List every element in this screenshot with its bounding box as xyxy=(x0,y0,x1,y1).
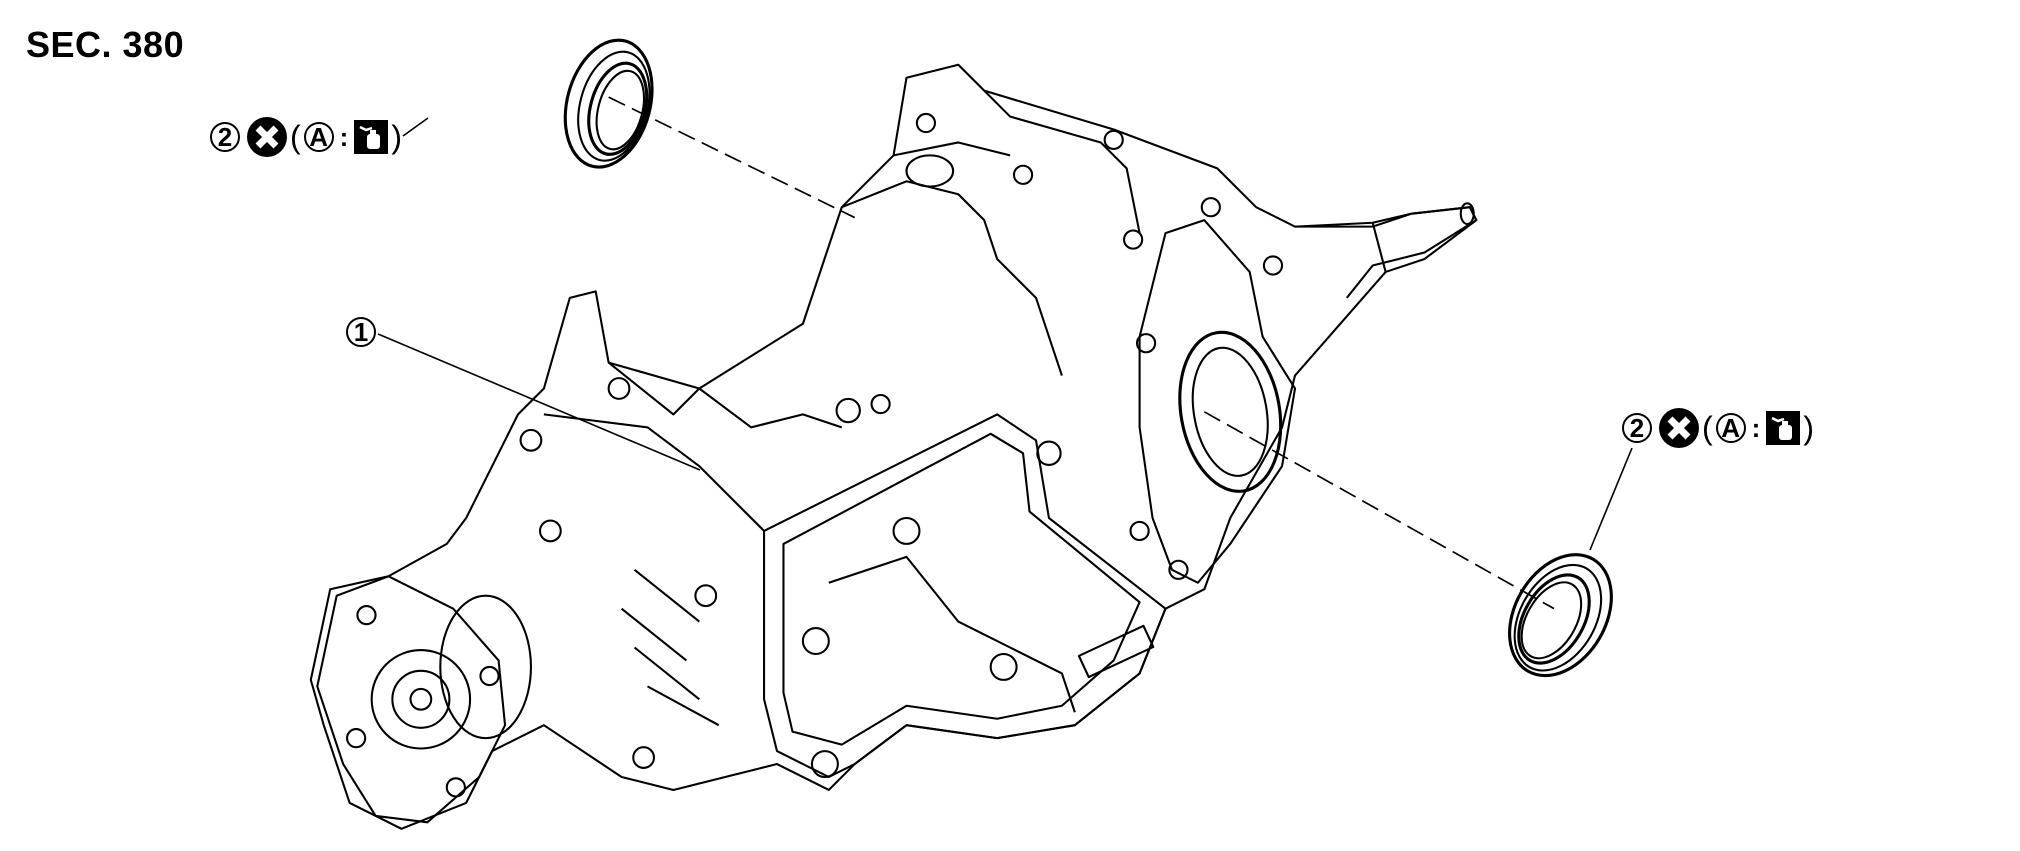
oil-seal-right xyxy=(1508,553,1613,678)
part-number-badge: 1 xyxy=(346,317,376,347)
open-paren: ( xyxy=(1702,409,1713,446)
part-number-badge: 2 xyxy=(1622,413,1652,443)
side-bearing-housing xyxy=(1138,219,1297,584)
colon: : xyxy=(339,121,349,152)
callout-seal-top: 2 ( A : ) xyxy=(210,114,405,160)
part-number-badge: 2 xyxy=(210,122,240,152)
reference-badge: A xyxy=(1715,413,1746,443)
callout-part-1: 1 xyxy=(346,309,376,355)
centerline-top xyxy=(608,96,856,219)
side-cover xyxy=(763,413,1167,779)
leader-seal-right xyxy=(1589,447,1633,551)
leader-part-1 xyxy=(377,333,701,471)
oil-can-icon xyxy=(354,120,389,154)
open-paren: ( xyxy=(290,118,301,155)
close-paren: ) xyxy=(391,118,402,155)
companion-flange xyxy=(316,575,507,824)
leader-seal-top xyxy=(402,117,429,137)
callout-seal-right: 2 ( A : ) xyxy=(1622,405,1817,451)
colon: : xyxy=(1751,412,1761,443)
reference-badge: A xyxy=(303,122,334,152)
x-circle-icon xyxy=(247,117,287,157)
x-circle-icon xyxy=(1659,408,1699,448)
centerline-right xyxy=(1203,411,1555,610)
oil-seal-top xyxy=(563,38,654,169)
oil-can-icon xyxy=(1766,411,1801,445)
section-label: SEC. 380 xyxy=(26,24,185,65)
close-paren: ) xyxy=(1803,409,1814,446)
